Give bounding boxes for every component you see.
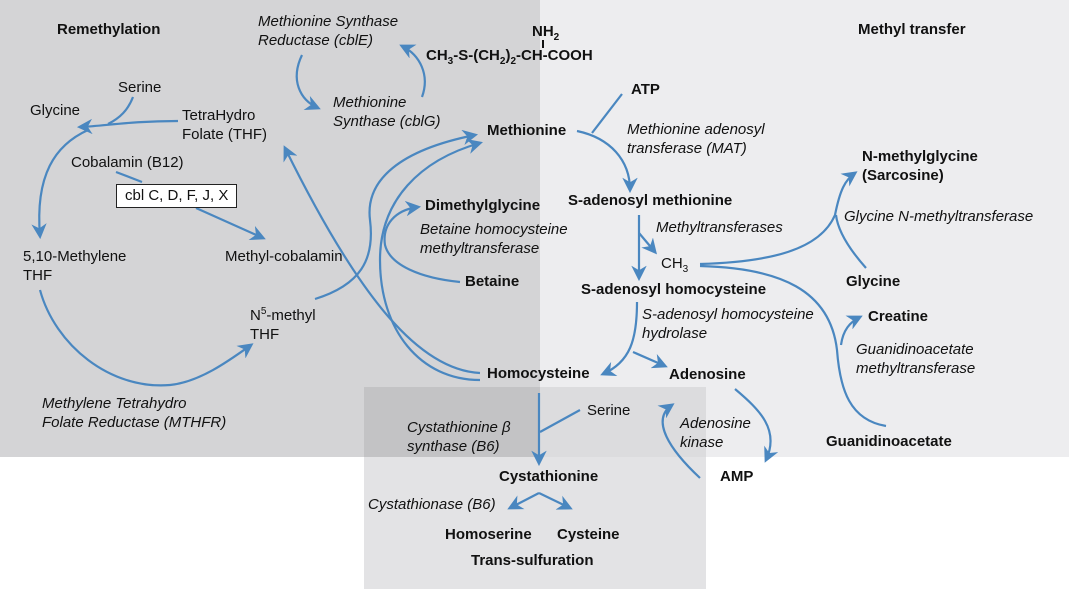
arrow-atp-join — [591, 93, 623, 134]
arrow-serine-join — [107, 96, 135, 125]
arrow-ch3-to-creatine — [699, 264, 887, 428]
remethylation-title: Remethylation — [57, 21, 161, 38]
methyl-transfer-title: Methyl transfer — [858, 21, 966, 38]
arrow-methionine-to-sam — [576, 129, 638, 194]
arrow-to-methylene-thf — [31, 128, 89, 240]
betaine-label: Betaine — [465, 273, 520, 290]
methyl-transfer-region — [540, 0, 1069, 457]
sarcosine-label: N-methylglycine(Sarcosine) — [862, 148, 978, 184]
methionine-formula: CH3-S-(CH2)2-CH-COOH — [426, 47, 593, 67]
arrow-ch3-to-sarcosine — [699, 171, 858, 266]
arrow-cbl-to-methylcobalamin — [195, 206, 266, 240]
arrow-cystathionine-to-cysteine — [538, 492, 573, 510]
sam-label: S-adenosyl methionine — [568, 192, 733, 209]
methyl-glycine-label: Glycine — [846, 273, 901, 290]
arrow-sam-to-ch3 — [638, 232, 657, 255]
arrow-sah-to-homocysteine — [600, 301, 639, 377]
ts-serine-label: Serine — [587, 402, 631, 419]
guanidinoacetate-label: Guanidinoacetate — [826, 433, 952, 450]
glycine-label: Glycine — [30, 102, 81, 119]
arrow-homocysteine-to-thf — [283, 145, 481, 375]
dimethylglycine-label: Dimethylglycine — [425, 197, 541, 214]
amp-label: AMP — [720, 468, 754, 485]
cystathionine-label: Cystathionine — [499, 468, 599, 485]
trans-sulfuration-title: Trans-sulfuration — [471, 552, 594, 569]
methionine-label: Methionine — [487, 122, 567, 139]
region-overlap-methyl-transsulfuration — [540, 387, 706, 457]
arrow-n5-to-methionine — [314, 129, 479, 301]
cystathionase-label: Cystathionase (B6) — [368, 496, 496, 513]
formula-nh2: NH2 — [532, 23, 560, 43]
arrow-cobalamin-link — [115, 170, 143, 184]
gnmt-label: Glycine N-methyltransferase — [844, 208, 1034, 225]
homocysteine-label: Homocysteine — [487, 365, 590, 382]
cobalamin-label: Cobalamin (B12) — [71, 154, 184, 171]
arrow-mthfr — [38, 289, 254, 387]
arrow-thf-to-glycine — [76, 118, 179, 135]
arrow-cystathionine-to-homoserine — [507, 492, 540, 510]
adenosine-label: Adenosine — [669, 366, 746, 383]
arrow-guanidinoacetate-to-creatine — [839, 315, 863, 346]
arrow-adenosine-to-amp — [734, 388, 779, 463]
arrow-betaine-to-dimethylglycine — [383, 200, 461, 284]
arrow-synthase-to-reductase — [399, 44, 426, 98]
arrow-amp-to-adenosine — [657, 403, 701, 479]
homoserine-label: Homoserine — [445, 526, 532, 543]
cysteine-label: Cysteine — [557, 526, 620, 543]
atp-label: ATP — [631, 81, 660, 98]
creatine-label: Creatine — [868, 308, 929, 325]
methyltransferases-label: Methyltransferases — [656, 219, 783, 236]
arrow-glycine-join — [834, 214, 867, 269]
cbl-box: cbl C, D, F, J, X — [116, 184, 238, 208]
serine-label: Serine — [118, 79, 162, 96]
arrow-serine-to-cbs — [539, 409, 581, 433]
arrow-reductase-to-synthase — [295, 54, 321, 111]
region-overlap-remethylation-transsulfuration — [364, 387, 540, 457]
methyl-cobalamin-label: Methyl-cobalamin — [225, 248, 343, 265]
ch3-label: CH3 — [661, 255, 689, 275]
remethylation-region — [0, 0, 540, 457]
sah-label: S-adenosyl homocysteine — [581, 281, 767, 298]
arrow-sah-to-adenosine — [632, 350, 668, 369]
formula-bond — [542, 40, 544, 48]
arrow-homocysteine-to-methionine-bhmt — [378, 138, 483, 382]
